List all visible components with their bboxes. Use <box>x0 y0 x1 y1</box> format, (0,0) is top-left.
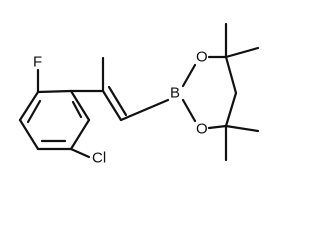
ring-bond-bottom-left <box>18 118 40 151</box>
bond-oxygen-bottom-carbon <box>207 124 228 130</box>
bond-vinyl-double-inner <box>107 85 128 117</box>
chemical-structure-diagram: F Cl B O O <box>18 22 260 167</box>
bond-ring-chlorine <box>69 147 91 159</box>
bond-carbon-carbon-lower <box>224 91 238 128</box>
methyl-bond-lower-right <box>224 124 260 133</box>
bond-vinyl-double-outer <box>101 89 123 122</box>
bond-carbon-carbon <box>224 55 238 95</box>
bond-vinyl-boron <box>119 98 170 122</box>
atom-chlorine-label: Cl <box>92 150 106 167</box>
benzene-ring <box>18 89 91 151</box>
pinacol-boronate-ring <box>181 55 238 130</box>
bond-boron-oxygen-bottom <box>181 98 197 123</box>
ring-double-bond-inner-1 <box>71 100 83 119</box>
bond-boron-oxygen-top <box>181 63 197 88</box>
ring-bond-left <box>18 90 40 122</box>
atom-oxygen-bottom-label: O <box>196 121 208 138</box>
atom-boron-label: B <box>170 85 180 102</box>
methyl-bond-upper-right <box>224 46 260 59</box>
ring-double-bond-inner-3 <box>26 99 42 124</box>
atom-fluorine-label: F <box>33 54 42 71</box>
ring-bond-top-left <box>36 89 73 94</box>
ring-bond-right <box>69 118 91 151</box>
ring-bond-top-right <box>69 89 91 122</box>
atom-oxygen-top-label: O <box>196 49 208 66</box>
